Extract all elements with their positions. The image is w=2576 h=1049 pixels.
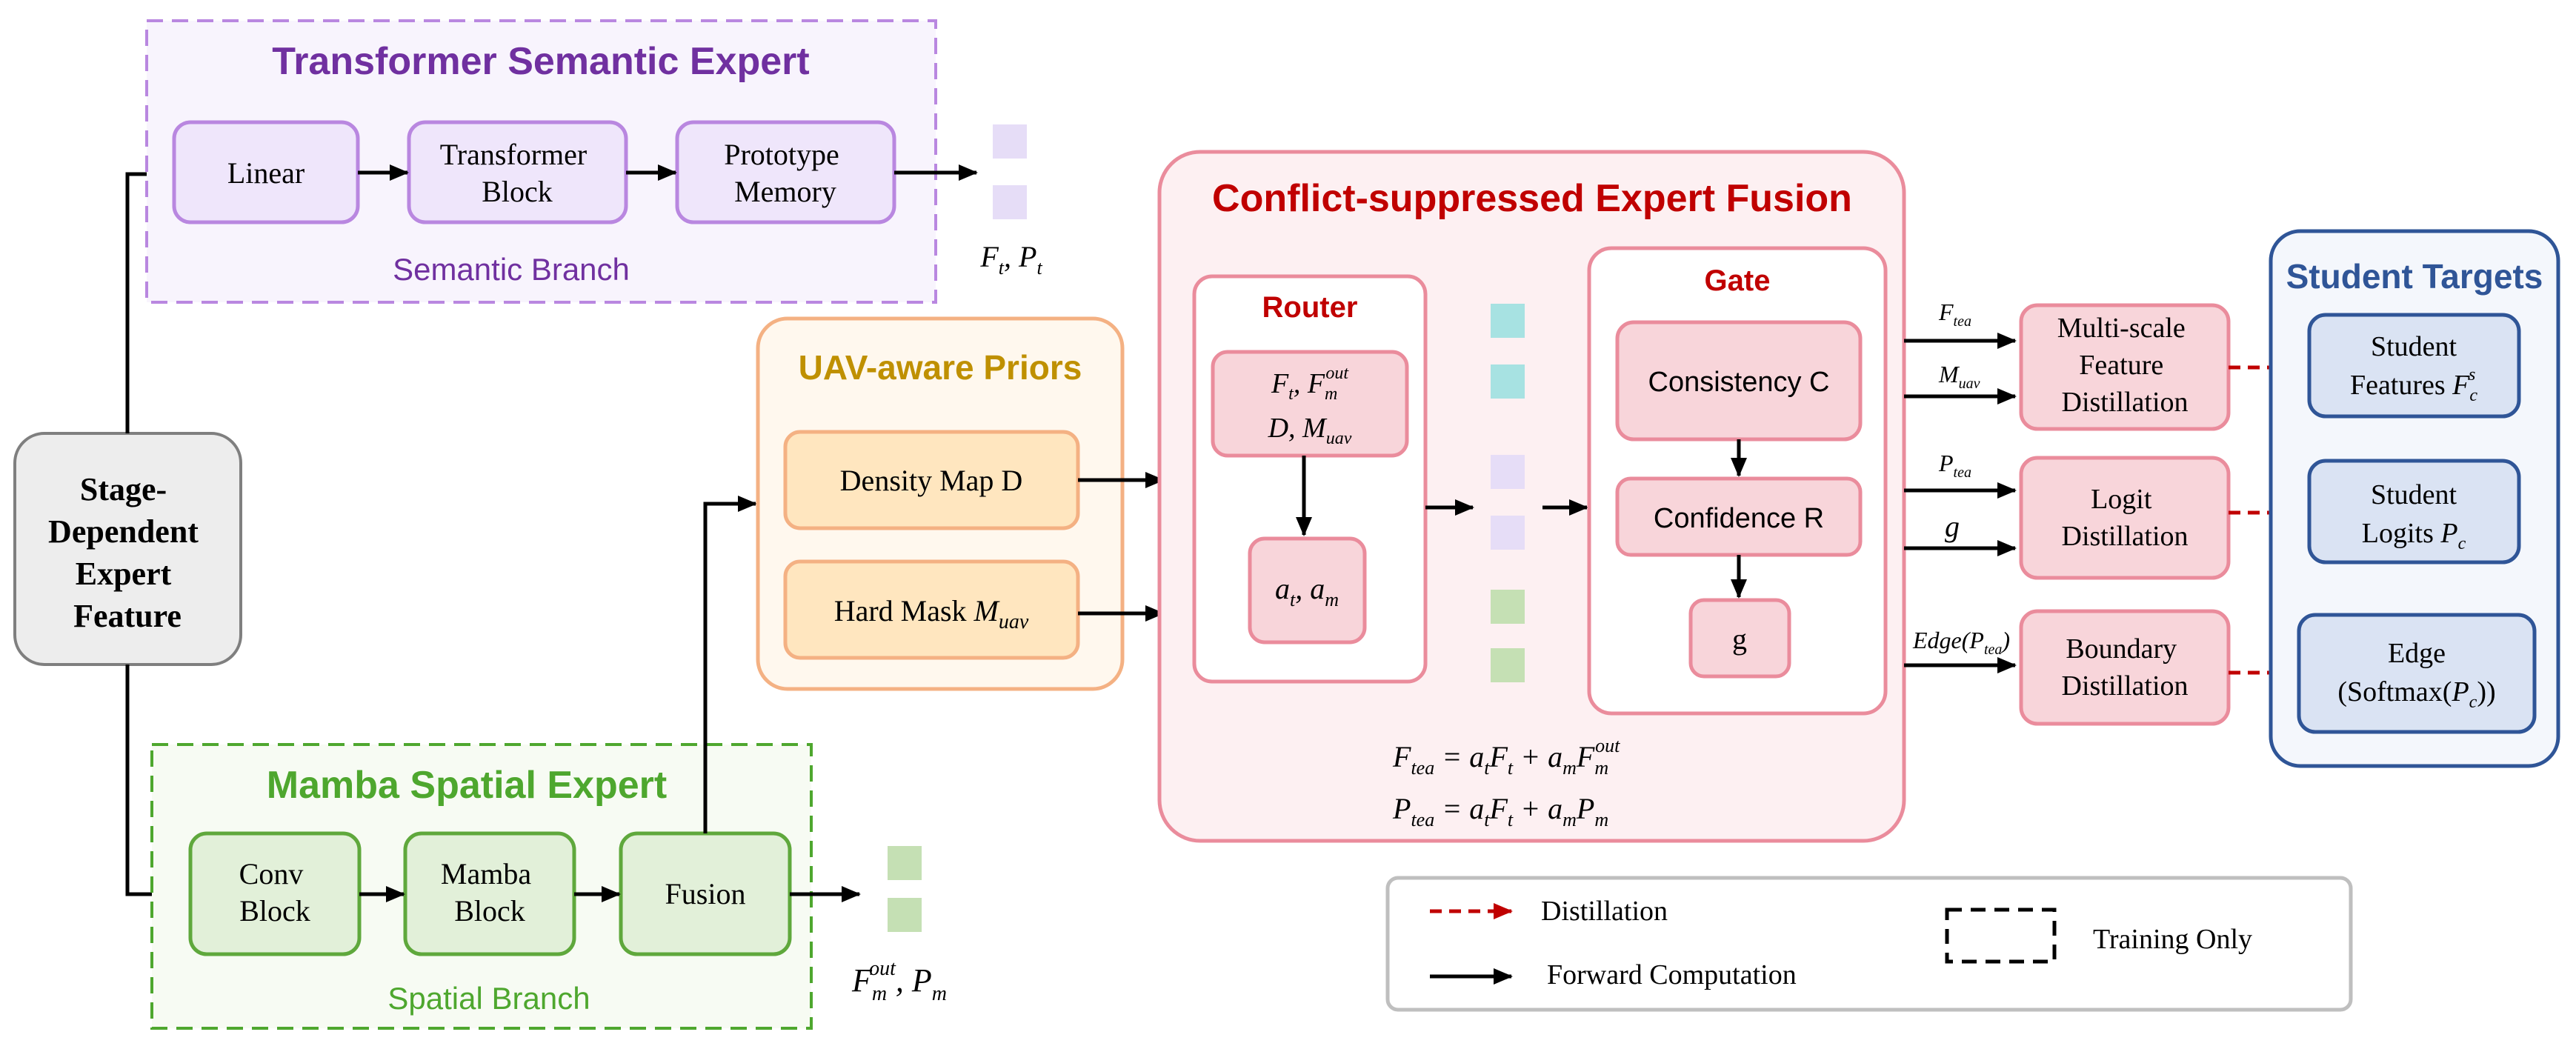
feature-line-4: Feature bbox=[73, 598, 182, 634]
conv-line-1: Conv bbox=[239, 857, 304, 890]
mamba-line-2: Block bbox=[454, 894, 525, 928]
legend-training-box bbox=[1945, 908, 2057, 964]
svg-text:Student: Student bbox=[2371, 331, 2457, 362]
boundary-distillation-block bbox=[2019, 609, 2231, 726]
student-logits-line-2: Logits Pc bbox=[2362, 518, 2466, 553]
signal-m-uav: Muav bbox=[1938, 361, 1980, 392]
svg-text:Fmout, Pm: Fmout, Pm bbox=[851, 957, 947, 1005]
feature-distill-line-3: Distillation bbox=[2062, 387, 2189, 418]
priors-title: UAV-aware Priors bbox=[799, 348, 1082, 387]
spatial-title: Mamba Spatial Expert bbox=[267, 764, 667, 807]
fusion-to-priors-arrow bbox=[703, 496, 757, 833]
student-logits-block bbox=[2307, 459, 2521, 565]
fusion-label: Fusion bbox=[665, 877, 746, 910]
consistency-label: Consistency C bbox=[1648, 367, 1830, 398]
confidence-label: Confidence R bbox=[1654, 503, 1824, 534]
router-title: Router bbox=[1262, 291, 1358, 324]
svg-text:Transformer Block: Transformer Block bbox=[440, 138, 595, 208]
legend-distillation-label: Distillation bbox=[1541, 896, 1668, 927]
svg-text:Boundary Distillation: Boundary Distillation bbox=[2062, 633, 2189, 702]
semantic-expert-panel: Transformer Semantic Expert Semantic Bra… bbox=[145, 19, 978, 304]
distillation-blocks: Multi-scale Feature Distillation Logit D… bbox=[2019, 303, 2307, 726]
g-block bbox=[1688, 598, 1791, 679]
svg-text:Mamba Block: Mamba Block bbox=[441, 857, 539, 928]
g-label: g bbox=[1732, 622, 1747, 656]
boundary-distill-line-1: Boundary bbox=[2066, 633, 2177, 665]
student-features-line-1: Student bbox=[2371, 331, 2457, 362]
signal-p-tea: Ptea bbox=[1938, 450, 1971, 481]
semantic-output-tokens: Ft, Pt bbox=[979, 124, 1042, 279]
expert-feature-node: Stage- Dependent Expert Feature bbox=[13, 432, 242, 666]
spatial-expert-panel: Mamba Spatial Expert Spatial Branch Conv… bbox=[150, 743, 861, 1030]
hard-mask-label: Hard Mask Muav bbox=[834, 594, 1029, 633]
logit-distill-line-1: Logit bbox=[2091, 484, 2152, 515]
logit-distill-line-2: Distillation bbox=[2062, 521, 2189, 552]
conv-line-2: Block bbox=[239, 894, 310, 928]
feature-distill-line-2: Feature bbox=[2079, 350, 2163, 381]
feature-line-1: Stage- bbox=[80, 471, 167, 507]
student-features-block bbox=[2307, 313, 2521, 419]
feature-line-2: Dependent bbox=[48, 513, 199, 550]
semantic-branch-label: Semantic Branch bbox=[393, 252, 630, 287]
legend-training-label: Training Only bbox=[2093, 924, 2252, 955]
router-output-block bbox=[1248, 536, 1367, 645]
svg-text:Logit Distillation: Logit Distillation bbox=[2062, 484, 2189, 552]
feature-line-3: Expert bbox=[76, 556, 172, 592]
router-inputs-line-2: D, Muav bbox=[1268, 413, 1352, 448]
mamba-line-1: Mamba bbox=[441, 857, 531, 890]
student-edge-line-1: Edge bbox=[2388, 638, 2446, 669]
svg-text:Multi-scale Feature: Multi-scale Feature Distillation bbox=[2057, 313, 2193, 418]
spatial-output-tokens: Fmout, Pm bbox=[851, 846, 947, 1005]
student-targets-panel: Student Targets Student Features Fcs Stu… bbox=[2269, 229, 2560, 768]
student-title: Student Targets bbox=[2286, 257, 2543, 296]
legend: Distillation Forward Computation Trainin… bbox=[1385, 876, 2353, 1012]
svg-text:Prototype Memory: Prototype Memory bbox=[724, 138, 847, 208]
legend-forward-label: Forward Computation bbox=[1547, 959, 1797, 990]
semantic-title: Transformer Semantic Expert bbox=[272, 40, 809, 83]
boundary-distill-line-2: Distillation bbox=[2062, 670, 2189, 702]
signal-g: g bbox=[1945, 510, 1960, 543]
transformer-line-2: Block bbox=[482, 175, 553, 208]
student-edge-block bbox=[2297, 613, 2537, 734]
transformer-line-1: Transformer bbox=[440, 138, 588, 171]
gate-title: Gate bbox=[1705, 264, 1771, 297]
fusion-tokens bbox=[1491, 304, 1525, 682]
uav-priors-panel: UAV-aware Priors Density Map D Hard Mask… bbox=[756, 316, 1165, 691]
linear-label: Linear bbox=[227, 156, 304, 190]
svg-text:Conv Block: Conv Block bbox=[239, 857, 311, 928]
hard-mask-block bbox=[783, 559, 1080, 660]
expert-fusion-panel: Conflict-suppressed Expert Fusion Router… bbox=[1157, 150, 1906, 843]
prototype-line-1: Prototype bbox=[724, 138, 839, 171]
router-inputs-block bbox=[1211, 350, 1409, 458]
prototype-line-2: Memory bbox=[734, 175, 836, 208]
logit-distillation-block bbox=[2019, 456, 2231, 580]
fusion-title: Conflict-suppressed Expert Fusion bbox=[1212, 177, 1852, 220]
spatial-branch-label: Spatial Branch bbox=[387, 981, 590, 1016]
signal-edge: Edge(Ptea) bbox=[1912, 627, 2010, 658]
svg-text:Ft, Pt: Ft, Pt bbox=[979, 240, 1042, 279]
feature-distill-line-1: Multi-scale bbox=[2057, 313, 2186, 344]
signal-f-tea: Ftea bbox=[1938, 299, 1971, 330]
density-label: Density Map D bbox=[840, 464, 1023, 497]
student-logits-line-1: Student bbox=[2371, 479, 2457, 510]
router-inputs-line-1: Ft, Fmout bbox=[1271, 364, 1349, 404]
distillation-signals: Ftea Muav Ptea g Edge(Ptea) bbox=[1904, 299, 2017, 673]
router-output-label: at, am bbox=[1275, 572, 1339, 610]
svg-text:Stage- Dependent E: Stage- Dependent Expert Feature bbox=[48, 471, 207, 634]
student-features-line-2: Features Fcs bbox=[2350, 365, 2477, 405]
